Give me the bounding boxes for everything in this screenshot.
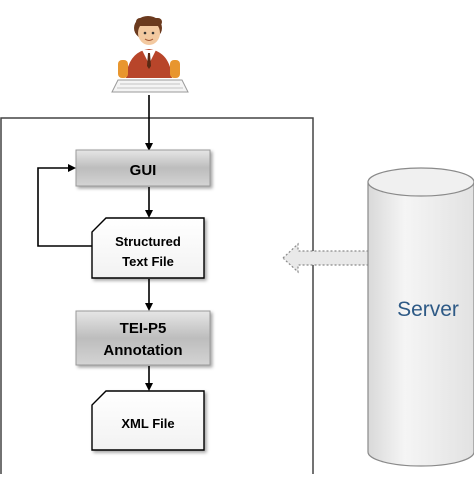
gui-box: GUI — [75, 149, 211, 187]
tei-annotation-label-line2: Annotation — [103, 342, 182, 359]
arrow-feedback-to-gui — [37, 164, 92, 247]
structured-text-file-label-line2: Text File — [122, 254, 174, 269]
tei-annotation-box: TEI-P5 Annotation — [75, 310, 211, 366]
xml-file-label: XML File — [121, 416, 174, 431]
user-at-keyboard-icon — [111, 16, 189, 93]
structured-text-file-label-line1: Structured — [115, 234, 181, 249]
server-label: Server — [397, 298, 459, 321]
xml-file-node: XML File — [91, 390, 205, 451]
tei-annotation-label-line1: TEI-P5 — [120, 320, 167, 337]
gui-label: GUI — [130, 162, 157, 179]
structured-text-file-node: Structured Text File — [91, 217, 205, 279]
server-cylinder: Server — [367, 167, 474, 467]
